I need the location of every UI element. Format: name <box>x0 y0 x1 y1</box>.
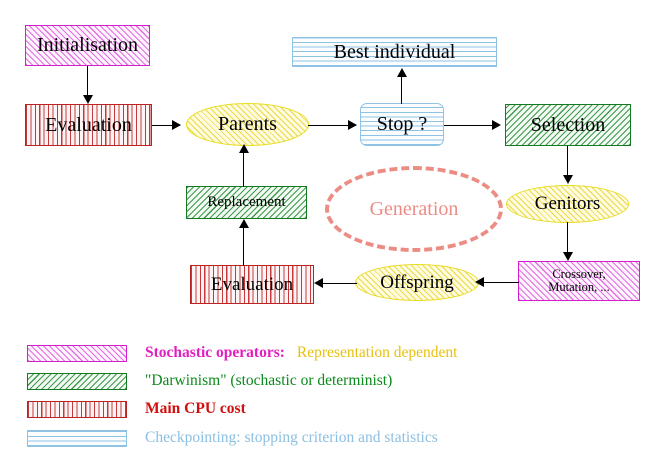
legend-swatch-darwinism <box>27 372 127 390</box>
legend-text-checkpointing: Checkpointing: stopping criterion and st… <box>145 429 438 447</box>
edge-selection-to-genitors <box>567 146 569 178</box>
node-generation: Generation <box>325 166 503 252</box>
node-evaluation-bottom-label: Evaluation <box>210 273 294 295</box>
node-offspring-label: Offspring <box>380 271 454 293</box>
edge-stop-to-selection <box>444 125 494 127</box>
arrowhead-initialisation-to-evaluation <box>82 95 93 104</box>
arrowhead-replacement-to-parents <box>238 144 249 153</box>
edge-evaluation-to-parents <box>152 125 180 127</box>
node-initialisation[interactable]: Initialisation <box>25 25 150 66</box>
arrowhead-crossover-to-offspring <box>475 277 484 287</box>
legend-label-darwinism: "Darwinism" (stochastic or determinist) <box>145 372 393 389</box>
node-stop[interactable]: Stop ? <box>360 103 444 146</box>
edge-offspring-to-evaluation <box>322 283 357 285</box>
edge-evaluation-to-replacement <box>243 228 245 266</box>
node-evaluation-top[interactable]: Evaluation <box>25 104 152 146</box>
legend-row-darwinism: "Darwinism" (stochastic or determinist) <box>0 369 662 393</box>
legend-text-stochastic-operators: Stochastic operators: Representation depe… <box>145 344 457 362</box>
edge-initialisation-to-evaluation <box>87 66 89 99</box>
node-evaluation-bottom[interactable]: Evaluation <box>190 265 314 304</box>
node-replacement-label: Replacement <box>207 193 286 210</box>
node-crossover-mutation-label-line2: Mutation, ... <box>548 280 610 294</box>
node-stop-label: Stop ? <box>376 113 428 135</box>
legend-swatch-stochastic-operators <box>27 344 127 362</box>
node-crossover-mutation[interactable]: Crossover, Mutation, ... <box>518 261 640 301</box>
legend-row-checkpointing: Checkpointing: stopping criterion and st… <box>0 426 662 450</box>
arrowhead-parents-to-stop <box>348 120 357 130</box>
arrowhead-offspring-to-evaluation <box>314 278 323 288</box>
edge-genitors-to-crossover <box>567 222 569 254</box>
node-crossover-mutation-label-line1: Crossover, <box>552 266 606 281</box>
node-parents[interactable]: Parents <box>186 103 309 146</box>
node-selection-label: Selection <box>530 113 606 136</box>
node-parents-label: Parents <box>218 113 277 135</box>
legend-text-main-cpu-cost: Main CPU cost <box>145 400 246 418</box>
legend-label-checkpointing: Checkpointing: stopping criterion and st… <box>145 429 438 446</box>
edge-replacement-to-parents <box>243 152 245 187</box>
arrowhead-stop-to-selection <box>492 120 501 130</box>
node-offspring[interactable]: Offspring <box>355 264 479 301</box>
node-best-individual-label: Best individual <box>333 40 456 63</box>
arrowhead-evaluation-to-parents <box>172 120 181 130</box>
node-genitors-label: Genitors <box>534 193 601 215</box>
arrowhead-evaluation-to-replacement <box>238 219 249 228</box>
arrowhead-genitors-to-crossover <box>562 252 573 261</box>
legend-row-main-cpu-cost: Main CPU cost <box>0 397 662 421</box>
legend-label-stochastic-operators: Stochastic operators: <box>145 344 285 361</box>
arrowhead-selection-to-genitors <box>562 175 573 184</box>
node-evaluation-top-label: Evaluation <box>45 113 132 136</box>
node-genitors[interactable]: Genitors <box>506 185 629 223</box>
legend-label-representation-dependent: Representation dependent <box>296 344 458 361</box>
legend-swatch-checkpointing <box>27 429 127 447</box>
arrowhead-stop-to-best-individual <box>396 68 407 77</box>
node-selection[interactable]: Selection <box>505 104 631 146</box>
node-best-individual[interactable]: Best individual <box>292 37 497 67</box>
legend-label-main-cpu-cost: Main CPU cost <box>145 400 246 417</box>
edge-crossover-to-offspring <box>484 282 519 284</box>
edge-parents-to-stop <box>308 125 356 127</box>
node-generation-label: Generation <box>369 197 459 220</box>
legend-swatch-main-cpu-cost <box>27 400 127 418</box>
legend-row-stochastic-operators: Stochastic operators: Representation depe… <box>0 341 662 365</box>
edge-stop-to-best-individual <box>401 70 403 104</box>
node-initialisation-label: Initialisation <box>36 34 139 56</box>
node-replacement[interactable]: Replacement <box>186 186 307 219</box>
legend-text-darwinism: "Darwinism" (stochastic or determinist) <box>145 372 392 390</box>
